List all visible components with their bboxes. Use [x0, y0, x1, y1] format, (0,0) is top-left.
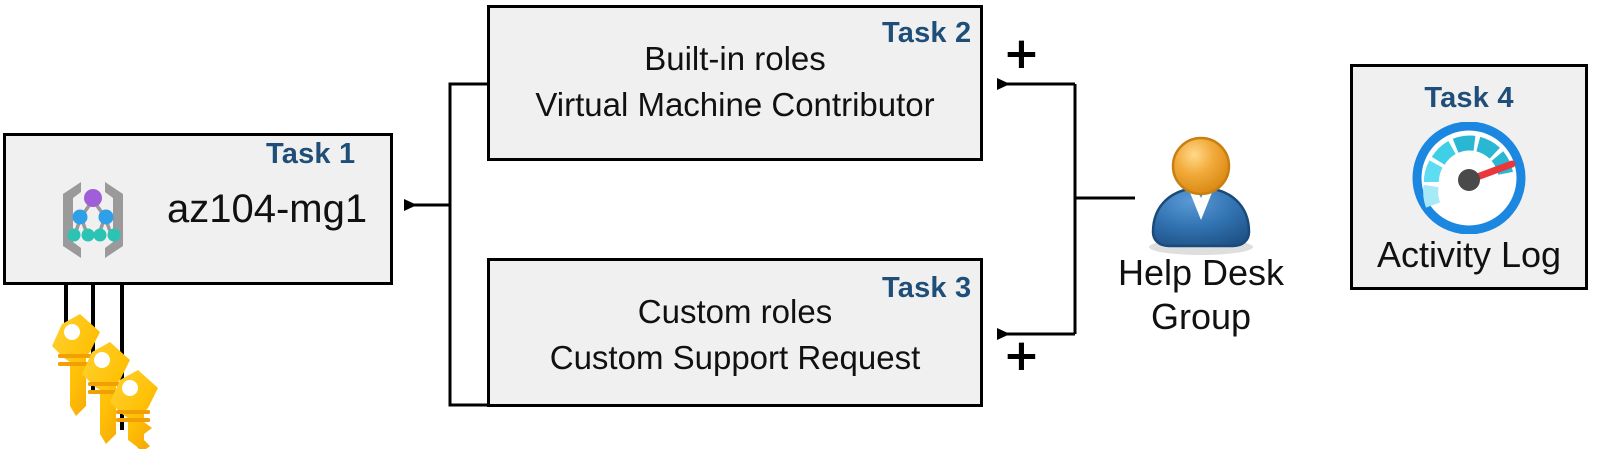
keys-icon [34, 310, 174, 449]
roles-to-mg-connector [404, 82, 487, 407]
activity-log-gauge-icon [1399, 121, 1539, 235]
task1-box[interactable] [3, 133, 393, 285]
helpdesk-to-roles-connector [997, 78, 1135, 340]
management-group-icon [47, 172, 139, 264]
task4-text-line1: Activity Log [1376, 234, 1562, 275]
task2-box[interactable] [487, 5, 983, 161]
help-desk-caption-line1: Help Desk [1117, 252, 1285, 293]
task2-label: Task 2 [882, 17, 972, 49]
task3-text-line1: Custom roles [637, 293, 833, 330]
plus-top-operator: + [1003, 28, 1040, 79]
key-1 [52, 314, 100, 416]
help-desk-user-group-icon [1133, 136, 1269, 256]
task4-label: Task 4 [1424, 82, 1514, 114]
task3-label: Task 3 [882, 272, 972, 304]
task3-text-line2: Custom Support Request [549, 339, 921, 376]
task3-box[interactable] [487, 258, 983, 407]
task2-text-line2: Virtual Machine Contributor [535, 86, 935, 123]
task2-text-line1: Built-in roles [644, 40, 826, 77]
task1-text-line1: az104-mg1 [167, 187, 368, 231]
task1-label: Task 1 [266, 138, 356, 170]
key-2 [82, 342, 130, 444]
help-desk-caption-line2: Group [1150, 296, 1252, 337]
plus-bottom-operator: + [1003, 330, 1040, 381]
key-3 [110, 370, 158, 449]
